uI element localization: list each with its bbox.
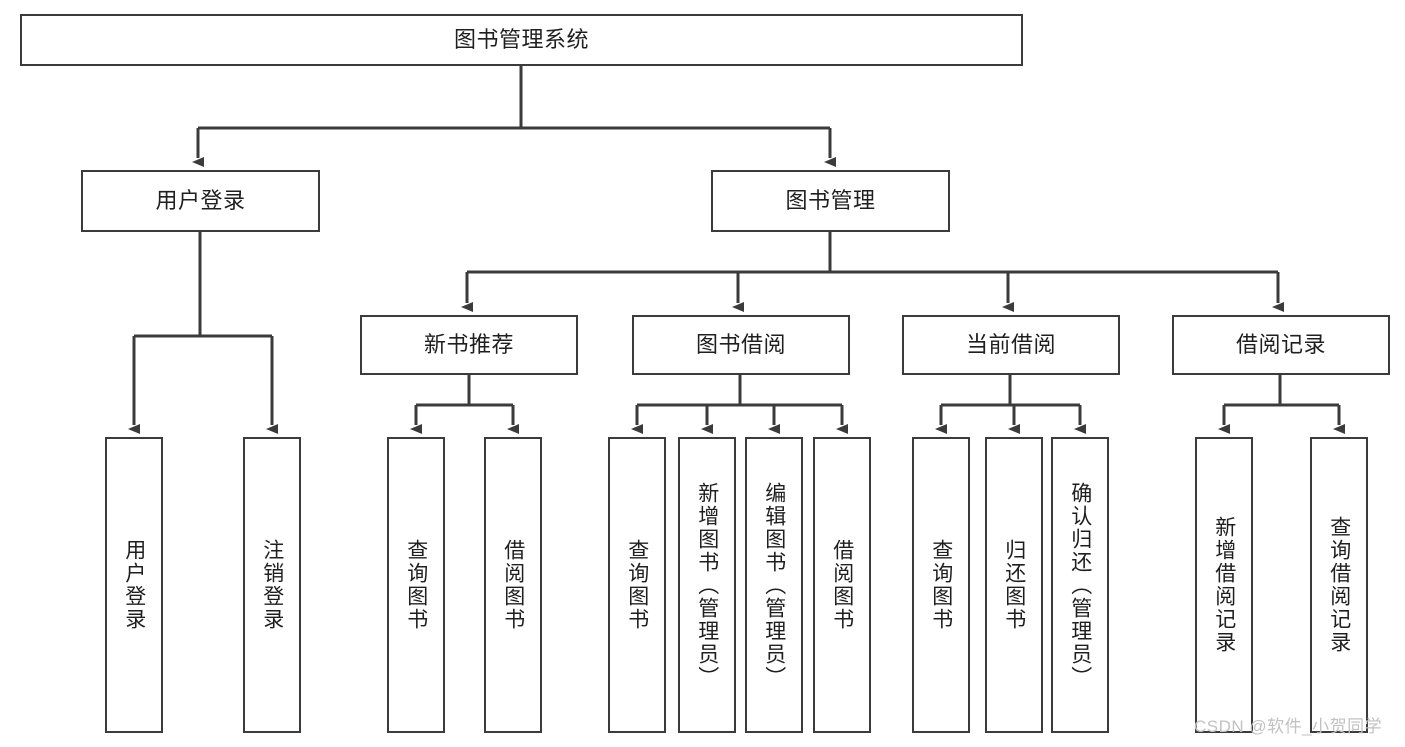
leaf-add-borrow-record-label: 新增借阅记录 <box>1212 516 1236 654</box>
leaf-query-book-borrow[interactable]: 查询图书 <box>608 437 666 733</box>
node-new-book-recommend-label: 新书推荐 <box>423 332 514 358</box>
node-book-borrow[interactable]: 图书借阅 <box>632 315 850 375</box>
leaf-query-borrow-record-label: 查询借阅记录 <box>1327 516 1351 654</box>
node-current-borrow-label: 当前借阅 <box>965 332 1056 358</box>
node-book-management[interactable]: 图书管理 <box>711 170 950 232</box>
leaf-return-book-label: 归还图书 <box>1002 539 1026 631</box>
leaf-confirm-return-admin-label: 确认归还（管理员） <box>1068 481 1092 689</box>
leaf-query-book-borrow-label: 查询图书 <box>625 539 649 631</box>
node-book-borrow-label: 图书借阅 <box>695 332 786 358</box>
node-root-label: 图书管理系统 <box>453 27 589 53</box>
node-root[interactable]: 图书管理系统 <box>20 14 1023 66</box>
leaf-borrow-book-recommend-label: 借阅图书 <box>501 539 525 631</box>
node-user-login-label: 用户登录 <box>155 188 246 214</box>
node-current-borrow[interactable]: 当前借阅 <box>902 315 1120 375</box>
node-book-management-label: 图书管理 <box>785 188 876 214</box>
node-borrow-records-label: 借阅记录 <box>1235 332 1326 358</box>
leaf-confirm-return-admin[interactable]: 确认归还（管理员） <box>1051 437 1109 733</box>
leaf-borrow-book[interactable]: 借阅图书 <box>813 437 871 733</box>
leaf-user-login[interactable]: 用户登录 <box>105 437 163 733</box>
leaf-add-book-admin-label: 新增图书（管理员） <box>695 481 719 689</box>
leaf-query-book-current[interactable]: 查询图书 <box>912 437 970 733</box>
leaf-logout[interactable]: 注销登录 <box>243 437 301 733</box>
csdn-watermark: CSDN @软件_小贺同学 <box>1194 717 1383 736</box>
leaf-query-book-recommend[interactable]: 查询图书 <box>387 437 445 733</box>
leaf-query-book-current-label: 查询图书 <box>929 539 953 631</box>
node-borrow-records[interactable]: 借阅记录 <box>1172 315 1390 375</box>
leaf-add-book-admin[interactable]: 新增图书（管理员） <box>678 437 736 733</box>
leaf-return-book[interactable]: 归还图书 <box>985 437 1043 733</box>
leaf-edit-book-admin-label: 编辑图书（管理员） <box>762 481 786 689</box>
leaf-logout-label: 注销登录 <box>260 539 284 631</box>
leaf-user-login-label: 用户登录 <box>122 539 146 631</box>
leaf-query-borrow-record[interactable]: 查询借阅记录 <box>1310 437 1368 733</box>
leaf-add-borrow-record[interactable]: 新增借阅记录 <box>1195 437 1253 733</box>
node-new-book-recommend[interactable]: 新书推荐 <box>360 315 578 375</box>
node-user-login[interactable]: 用户登录 <box>81 170 320 232</box>
leaf-query-book-recommend-label: 查询图书 <box>404 539 428 631</box>
leaf-edit-book-admin[interactable]: 编辑图书（管理员） <box>745 437 803 733</box>
leaf-borrow-book-recommend[interactable]: 借阅图书 <box>484 437 542 733</box>
leaf-borrow-book-label: 借阅图书 <box>830 539 854 631</box>
